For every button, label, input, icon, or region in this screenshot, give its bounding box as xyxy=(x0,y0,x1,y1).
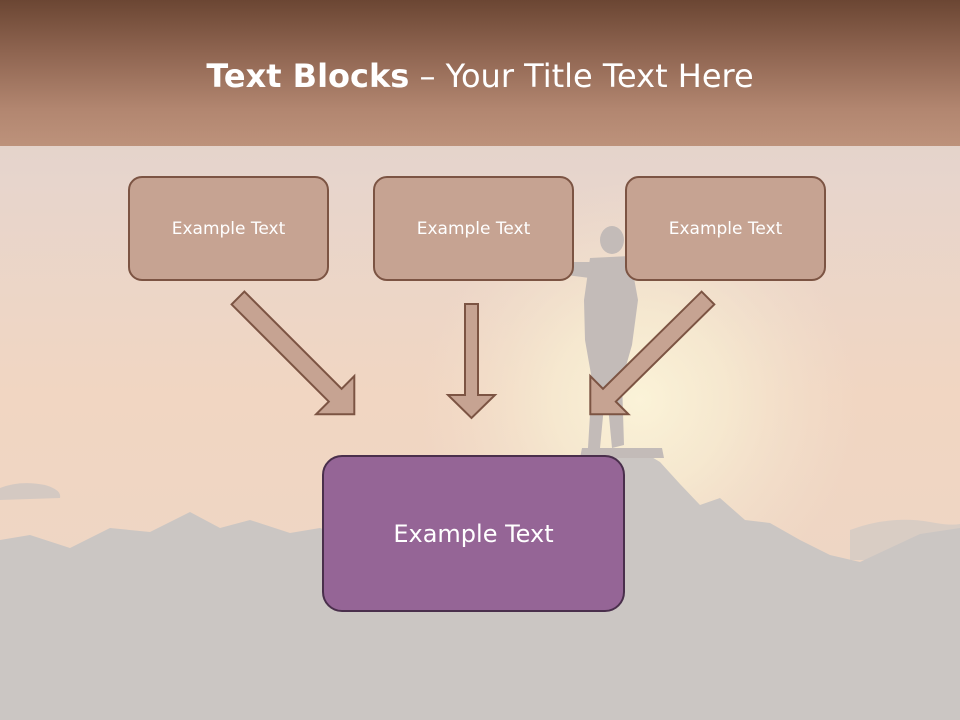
text-block-bottom-label: Example Text xyxy=(393,519,554,548)
text-block-center[interactable]: Example Text xyxy=(373,176,574,281)
cloud-left xyxy=(0,483,61,500)
text-block-right-label: Example Text xyxy=(668,218,783,239)
arrow-left xyxy=(230,290,356,416)
slide-title: Text Blocks – Your Title Text Here xyxy=(0,52,960,100)
text-block-left-label: Example Text xyxy=(171,218,286,239)
title-rest: Your Title Text Here xyxy=(445,57,754,95)
header-band xyxy=(0,0,960,146)
text-block-left[interactable]: Example Text xyxy=(128,176,329,281)
text-block-bottom[interactable]: Example Text xyxy=(322,455,625,612)
text-block-center-label: Example Text xyxy=(416,218,531,239)
title-bold: Text Blocks xyxy=(206,57,410,95)
arrow-center xyxy=(445,303,498,420)
arrow-right xyxy=(589,290,716,416)
text-block-right[interactable]: Example Text xyxy=(625,176,826,281)
title-dash: – xyxy=(409,57,446,95)
